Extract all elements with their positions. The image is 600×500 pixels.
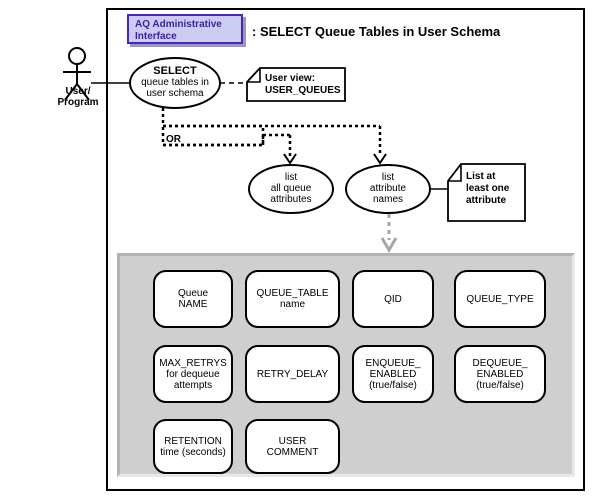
attribute-box-dequeue-enabled[interactable]: DEQUEUE_ ENABLED (true/false) bbox=[454, 345, 546, 403]
arrowhead-left-branch bbox=[283, 153, 297, 165]
actor-label: User/ Program bbox=[57, 86, 99, 108]
attribute-box-queue-table-name[interactable]: QUEUE_TABLE name bbox=[245, 270, 340, 328]
attribute-box-retry-delay[interactable]: RETRY_DELAY bbox=[245, 345, 340, 403]
usecase-list-attribute-names-label: list attribute names bbox=[348, 172, 428, 205]
note-at-least-one-attribute bbox=[447, 163, 526, 222]
interface-badge[interactable]: AQ Administrative Interface bbox=[127, 14, 243, 44]
attributes-panel: Queue NAME QUEUE_TABLE name QID QUEUE_TYPE M… bbox=[117, 253, 575, 477]
usecase-select-line2: queue tables in bbox=[141, 77, 209, 88]
actor-icon bbox=[63, 47, 91, 101]
or-branch-label: OR bbox=[166, 134, 181, 145]
usecase-select-label: SELECT queue tables in user schema bbox=[130, 65, 220, 100]
attribute-box-label: QUEUE_TABLE name bbox=[256, 288, 329, 310]
diagram-frame bbox=[106, 8, 585, 491]
note-user-view-line2: USER_QUEUES bbox=[265, 85, 341, 96]
attribute-box-user-comment[interactable]: USER COMMENT bbox=[245, 419, 340, 474]
note-least-line1: List at bbox=[466, 171, 496, 182]
attribute-box-label: RETENTION time (seconds) bbox=[160, 435, 226, 458]
page-title: : SELECT Queue Tables in User Schema bbox=[252, 24, 501, 39]
attribute-box-label: QUEUE_TYPE bbox=[466, 293, 534, 305]
attribute-box-label: ENQUEUE_ ENABLED (true/false) bbox=[365, 357, 421, 391]
or-branch-connector bbox=[161, 108, 382, 156]
attribute-box-label: MAX_RETRYS for dequeue attempts bbox=[159, 357, 227, 391]
list-all-line1: list bbox=[284, 172, 298, 183]
note-at-least-one-text: List at least one attribute bbox=[466, 171, 509, 207]
usecase-list-all-attributes-label: list all queue attributes bbox=[251, 172, 331, 205]
arrowhead-attributes-flow bbox=[380, 237, 398, 253]
list-all-line3: attributes bbox=[270, 194, 312, 205]
attribute-box-label: RETRY_DELAY bbox=[256, 368, 329, 380]
attribute-box-label: QID bbox=[384, 293, 402, 305]
usecase-list-all-attributes-ellipse[interactable] bbox=[248, 164, 334, 214]
note-least-line2: least one bbox=[466, 183, 510, 194]
attribute-box-queue-name[interactable]: Queue NAME bbox=[153, 270, 233, 328]
arrowhead-right-branch bbox=[373, 153, 387, 165]
attribute-box-label: Queue NAME bbox=[177, 288, 209, 310]
note-user-view-text: User view: USER_QUEUES bbox=[265, 73, 341, 97]
note-least-line3: attribute bbox=[466, 195, 506, 206]
attribute-box-qid[interactable]: QID bbox=[352, 270, 434, 328]
list-all-line2: all queue bbox=[270, 183, 312, 194]
usecase-select-line3: user schema bbox=[146, 88, 204, 99]
attribute-box-label: USER COMMENT bbox=[266, 435, 319, 458]
note-user-view bbox=[246, 67, 346, 102]
attribute-box-label: DEQUEUE_ ENABLED (true/false) bbox=[472, 357, 528, 391]
list-names-line3: names bbox=[372, 194, 403, 205]
attribute-box-max-retrys[interactable]: MAX_RETRYS for dequeue attempts bbox=[153, 345, 233, 403]
attribute-box-retention[interactable]: RETENTION time (seconds) bbox=[153, 419, 233, 474]
attribute-box-queue-type[interactable]: QUEUE_TYPE bbox=[454, 270, 546, 328]
note-user-view-line1: User view: bbox=[265, 73, 316, 84]
usecase-select-line1: SELECT bbox=[153, 65, 197, 77]
list-names-line2: attribute bbox=[369, 183, 407, 194]
list-names-line1: list bbox=[381, 172, 395, 183]
attribute-box-enqueue-enabled[interactable]: ENQUEUE_ ENABLED (true/false) bbox=[352, 345, 434, 403]
